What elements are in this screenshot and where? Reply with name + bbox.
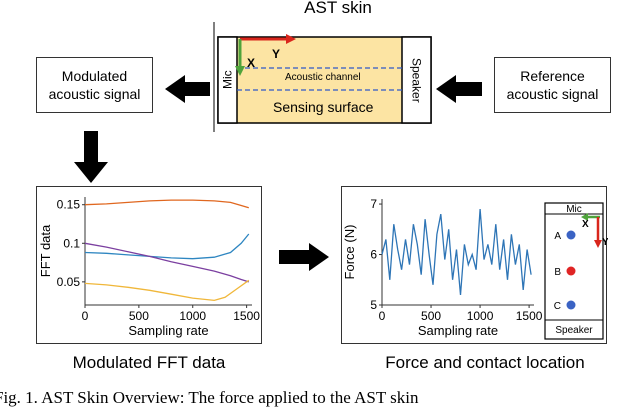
inset-x-label: X [582, 219, 589, 230]
fft-x-tick-label: 1000 [179, 309, 206, 323]
force-series-0 [381, 209, 532, 295]
force-x-tick-label: 1500 [516, 309, 543, 323]
arrow-right-top [436, 75, 482, 103]
force-x-tick-label: 500 [421, 309, 441, 323]
fft-y-tick-label: 0.05 [57, 275, 81, 289]
fft-series-2 [84, 242, 249, 283]
force-x-label: Sampling rate [418, 323, 498, 338]
inset-point-label-a: A [554, 231, 561, 242]
force-y-tick-label: 7 [370, 197, 377, 211]
force-y-label: Force (N) [342, 225, 357, 280]
fft-y-label: FFT data [38, 224, 53, 277]
speaker-block [401, 36, 432, 124]
inset-point-b [566, 266, 576, 276]
fft-series-3 [84, 279, 250, 302]
fft-series-0 [84, 199, 249, 209]
fft-y-tick-label: 0.1 [63, 236, 80, 250]
inset-point-label-b: B [554, 267, 561, 278]
force-x-tick-label: 1000 [467, 309, 494, 323]
sensing-surface-label: Sensing surface [273, 99, 374, 115]
arrow-right-mid [279, 243, 329, 271]
speaker-label: Speaker [409, 57, 424, 103]
fft-x-label: Sampling rate [128, 323, 208, 338]
caption-left: Modulated FFT data [72, 353, 226, 372]
arrow-down [74, 131, 108, 183]
reference-line-1: Reference [520, 68, 585, 84]
acoustic-channel-label: Acoustic channel [285, 72, 361, 83]
axis-y-label: Y [272, 47, 281, 61]
fft-series-1 [84, 233, 250, 260]
ast-skin-body [217, 36, 432, 124]
inset-mic-label: Mic [566, 204, 582, 215]
force-x-tick-label: 0 [379, 309, 386, 323]
inset-point-a [566, 230, 576, 240]
modulated-line-1: Modulated [61, 68, 128, 84]
axis-x-label: X [247, 56, 256, 70]
arrow-left-top [165, 75, 210, 103]
force-y-tick-label: 6 [370, 248, 377, 262]
inset-point-c [566, 300, 576, 310]
modulated-signal-box: Modulated acoustic signal [36, 57, 153, 113]
reference-line-2: acoustic signal [506, 86, 599, 102]
force-y-tick-label: 5 [370, 298, 377, 312]
mic-block [217, 36, 238, 124]
inset-x-arrowhead [581, 213, 588, 221]
diagram-title: AST skin [304, 0, 372, 17]
caption-right: Force and contact location [385, 353, 585, 372]
reference-signal-box: Reference acoustic signal [494, 57, 611, 113]
inset-point-label-c: C [554, 301, 561, 312]
modulated-line-2: acoustic signal [48, 86, 141, 102]
fft-x-tick-label: 500 [129, 309, 149, 323]
fft-x-tick-label: 1500 [233, 309, 260, 323]
inset-y-label: Y [602, 237, 608, 248]
inset-speaker-label: Speaker [555, 325, 593, 336]
mic-label: Mic [220, 70, 235, 90]
fft-y-tick-label: 0.15 [57, 198, 81, 212]
fft-x-tick-label: 0 [82, 309, 89, 323]
figure-caption-fragment: Fig. 1. AST Skin Overview: The force app… [0, 388, 419, 407]
inset-y-arrowhead [594, 240, 602, 248]
